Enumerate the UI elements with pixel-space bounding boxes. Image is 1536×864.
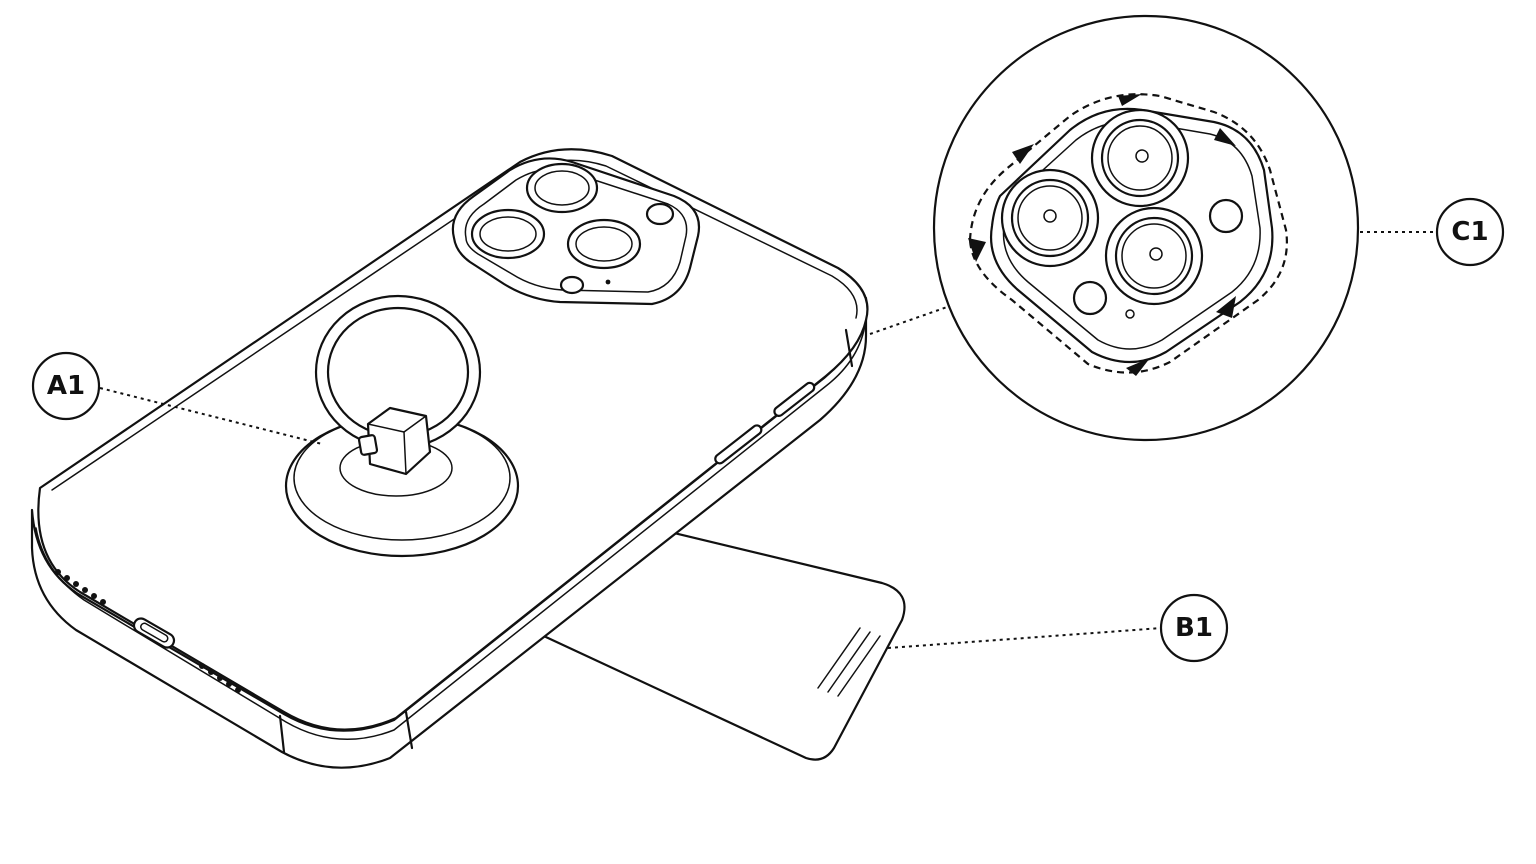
- dashed-placement-outline: [968, 93, 1288, 374]
- arrow-icon: [968, 238, 986, 262]
- callout-a1: A1: [31, 351, 101, 421]
- charging-port: [132, 617, 176, 649]
- callout-b1-label: B1: [1175, 613, 1213, 643]
- leader-line-zoom: [869, 305, 951, 335]
- arrow-icon: [1118, 94, 1142, 106]
- speaker-holes-left: [55, 569, 106, 605]
- arrow-icon: [1216, 296, 1236, 318]
- callout-a1-label: A1: [47, 371, 85, 401]
- pull-tab-grip-lines: [817, 627, 881, 697]
- arrow-icon: [1012, 144, 1034, 164]
- callout-b1: B1: [1159, 593, 1229, 663]
- arrow-icon: [1126, 358, 1150, 376]
- phone-camera-module: [451, 157, 701, 306]
- arrow-icon: [1214, 128, 1236, 146]
- speaker-holes-right: [199, 663, 241, 693]
- callout-c1: C1: [1435, 197, 1505, 267]
- ring-holder: [284, 294, 520, 558]
- camera-zoom-detail: [932, 14, 1360, 442]
- leader-line-b1: [887, 627, 1163, 649]
- callout-c1-label: C1: [1451, 217, 1488, 247]
- leader-line-a1: [99, 387, 323, 445]
- side-buttons: [714, 381, 816, 465]
